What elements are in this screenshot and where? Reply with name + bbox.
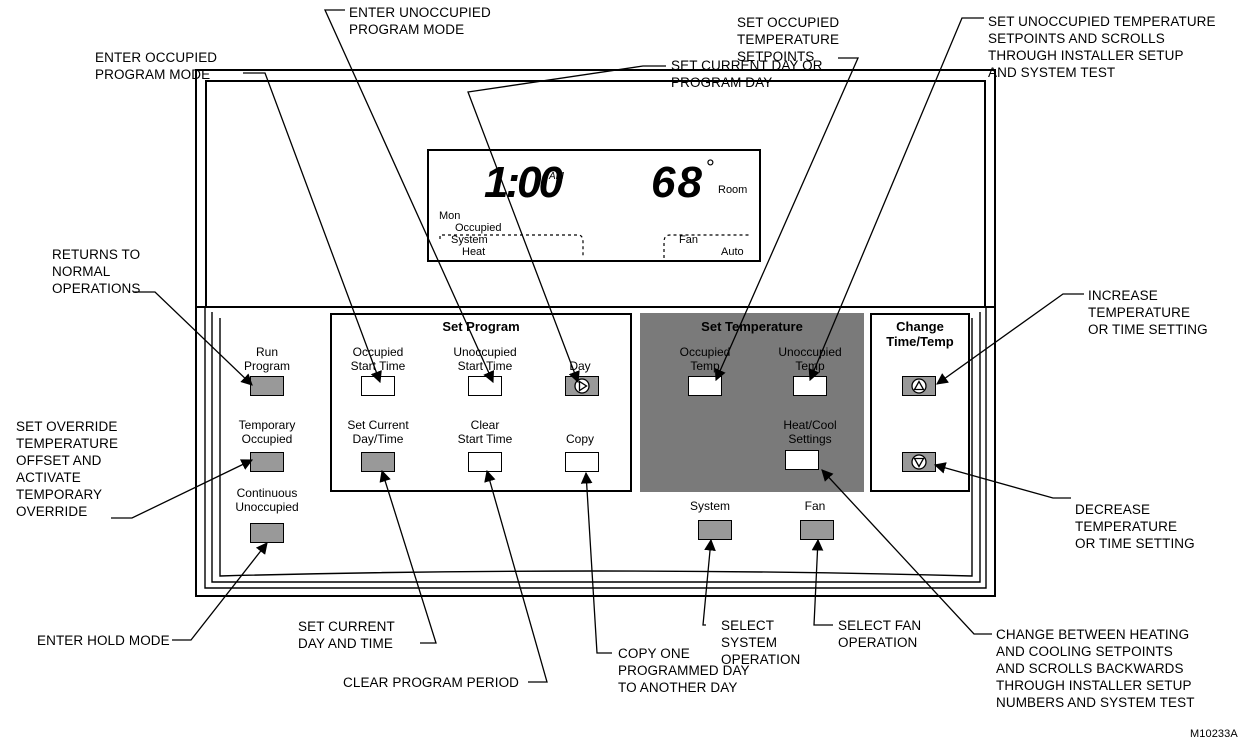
set-program-title: Set Program	[442, 319, 520, 334]
run-program-label: Run Program	[243, 345, 290, 373]
set-temperature-title: Set Temperature	[701, 319, 803, 334]
set-current-day-time-label: Set Current Day/Time	[347, 418, 409, 446]
lcd-ampm: AM	[549, 171, 564, 182]
set-temperature-panel	[640, 313, 864, 492]
occupied-temp-label: Occupied Temp	[679, 345, 731, 373]
day-label: Day	[569, 359, 591, 373]
unoccupied-temp-button[interactable]	[793, 376, 827, 396]
heat-cool-settings-button[interactable]	[785, 450, 819, 470]
lcd-time: 1:00	[484, 158, 563, 207]
run-program-button[interactable]	[250, 376, 284, 396]
decrease-button[interactable]	[902, 452, 936, 472]
clear-start-time-label: Clear Start Time	[457, 418, 513, 446]
callout-change-between: CHANGE BETWEEN HEATING AND COOLING SETPO…	[996, 627, 1195, 710]
occupied-start-time-label: Occupied Start Time	[350, 345, 406, 373]
lcd-room: Room	[718, 184, 748, 196]
fan-label: Fan	[804, 499, 826, 513]
callout-returns-normal: RETURNS TO NORMAL OPERATIONS	[52, 247, 141, 296]
callout-set-current-day: SET CURRENT DAY OR PROGRAM DAY	[671, 58, 823, 90]
callout-enter-occupied: ENTER OCCUPIED PROGRAM MODE	[95, 50, 218, 82]
change-time-temp-title: Change Time/Temp	[886, 319, 954, 349]
unoccupied-start-time-label: Unoccupied Start Time	[453, 345, 517, 373]
continuous-unoccupied-button[interactable]	[250, 523, 284, 543]
unoccupied-temp-label: Unoccupied Temp	[778, 345, 842, 373]
callout-set-occupied-temp: SET OCCUPIED TEMPERATURE SETPOINTS	[737, 15, 840, 64]
occupied-start-time-button[interactable]	[361, 376, 395, 396]
day-button[interactable]	[565, 376, 599, 396]
callout-clear-program: CLEAR PROGRAM PERIOD	[343, 675, 520, 690]
callout-enter-hold: ENTER HOLD MODE	[37, 633, 170, 648]
callout-increase: INCREASE TEMPERATURE OR TIME SETTING	[1088, 288, 1208, 337]
callout-enter-unoccupied: ENTER UNOCCUPIED PROGRAM MODE	[349, 5, 491, 37]
lcd-system-label: System	[449, 234, 490, 246]
lcd-system-mode: Heat	[462, 246, 486, 258]
system-label: System	[689, 499, 730, 513]
callout-select-system: SELECT SYSTEM OPERATION	[721, 618, 801, 667]
callout-decrease: DECREASE TEMPERATURE OR TIME SETTING	[1075, 502, 1195, 551]
callout-copy-one: COPY ONE PROGRAMMED DAY TO ANOTHER DAY	[618, 646, 750, 695]
occupied-temp-button[interactable]	[688, 376, 722, 396]
increase-button[interactable]	[902, 376, 936, 396]
clear-start-time-button[interactable]	[468, 452, 502, 472]
callout-select-fan: SELECT FAN OPERATION	[838, 618, 922, 650]
lcd-day: Mon	[439, 210, 461, 222]
lcd-degree: °	[706, 155, 715, 180]
fan-button[interactable]	[800, 520, 834, 540]
heat-cool-settings-label: Heat/Cool Settings	[783, 418, 837, 446]
figure-id: M10233A	[1190, 728, 1238, 740]
lcd-temperature: 68	[651, 158, 704, 207]
continuous-unoccupied-label: Continuous Unoccupied	[235, 486, 299, 514]
housing-divider	[195, 306, 996, 308]
set-current-day-time-button[interactable]	[361, 452, 395, 472]
callout-set-override: SET OVERRIDE TEMPERATURE OFFSET AND ACTI…	[16, 419, 119, 519]
lcd-occupied: Occupied	[455, 222, 502, 234]
system-button[interactable]	[698, 520, 732, 540]
copy-button[interactable]	[565, 452, 599, 472]
lcd-fan-mode: Auto	[721, 246, 744, 258]
copy-label: Copy	[565, 432, 594, 446]
callout-set-current-day-time: SET CURRENT DAY AND TIME	[298, 619, 395, 651]
temporary-occupied-button[interactable]	[250, 452, 284, 472]
callout-set-unoccupied-temp: SET UNOCCUPIED TEMPERATURE SETPOINTS AND…	[988, 14, 1216, 80]
lcd-fan-label: Fan	[677, 234, 700, 246]
lcd-display: 1:00 AM 68 ° Room Mon Occupied System He…	[427, 149, 761, 262]
temporary-occupied-label: Temporary Occupied	[238, 418, 296, 446]
unoccupied-start-time-button[interactable]	[468, 376, 502, 396]
